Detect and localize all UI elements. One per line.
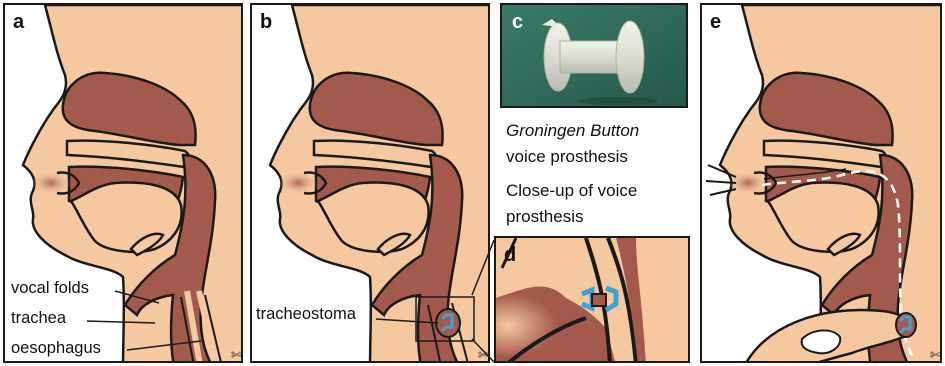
panel-d-closeup: d bbox=[494, 236, 690, 363]
label-oesophagus: oesophagus bbox=[11, 339, 101, 358]
caption-groningen-button: Groningen Button bbox=[506, 120, 639, 142]
panel-letter-b: b bbox=[260, 11, 272, 34]
label-vocal-folds: vocal folds bbox=[11, 279, 89, 298]
panel-letter-a: a bbox=[13, 11, 24, 34]
panel-e: ✄ e bbox=[700, 3, 942, 363]
caption-voice-prosthesis: voice prosthesis bbox=[506, 146, 628, 168]
panel-c-photo: c bbox=[500, 3, 688, 108]
svg-text:✄: ✄ bbox=[231, 348, 241, 362]
caption-closeup-line1: Close-up of voice bbox=[506, 180, 637, 202]
panel-letter-e: e bbox=[710, 11, 721, 34]
panel-letter-c: c bbox=[512, 11, 523, 34]
panel-letter-d: d bbox=[504, 244, 516, 267]
panel-b: ✄ b tracheostoma bbox=[250, 3, 490, 363]
caption-closeup-line2: prosthesis bbox=[506, 206, 583, 228]
svg-text:✄: ✄ bbox=[930, 348, 940, 362]
panel-a: ✄ a vocal folds trachea oesophagus bbox=[3, 3, 243, 363]
prosthesis-photo bbox=[502, 5, 688, 108]
anatomy-illustration-e: ✄ bbox=[702, 5, 942, 363]
svg-text:✄: ✄ bbox=[478, 348, 488, 362]
label-tracheostoma: tracheostoma bbox=[256, 305, 356, 324]
closeup-illustration bbox=[496, 238, 690, 363]
label-trachea: trachea bbox=[11, 309, 66, 328]
